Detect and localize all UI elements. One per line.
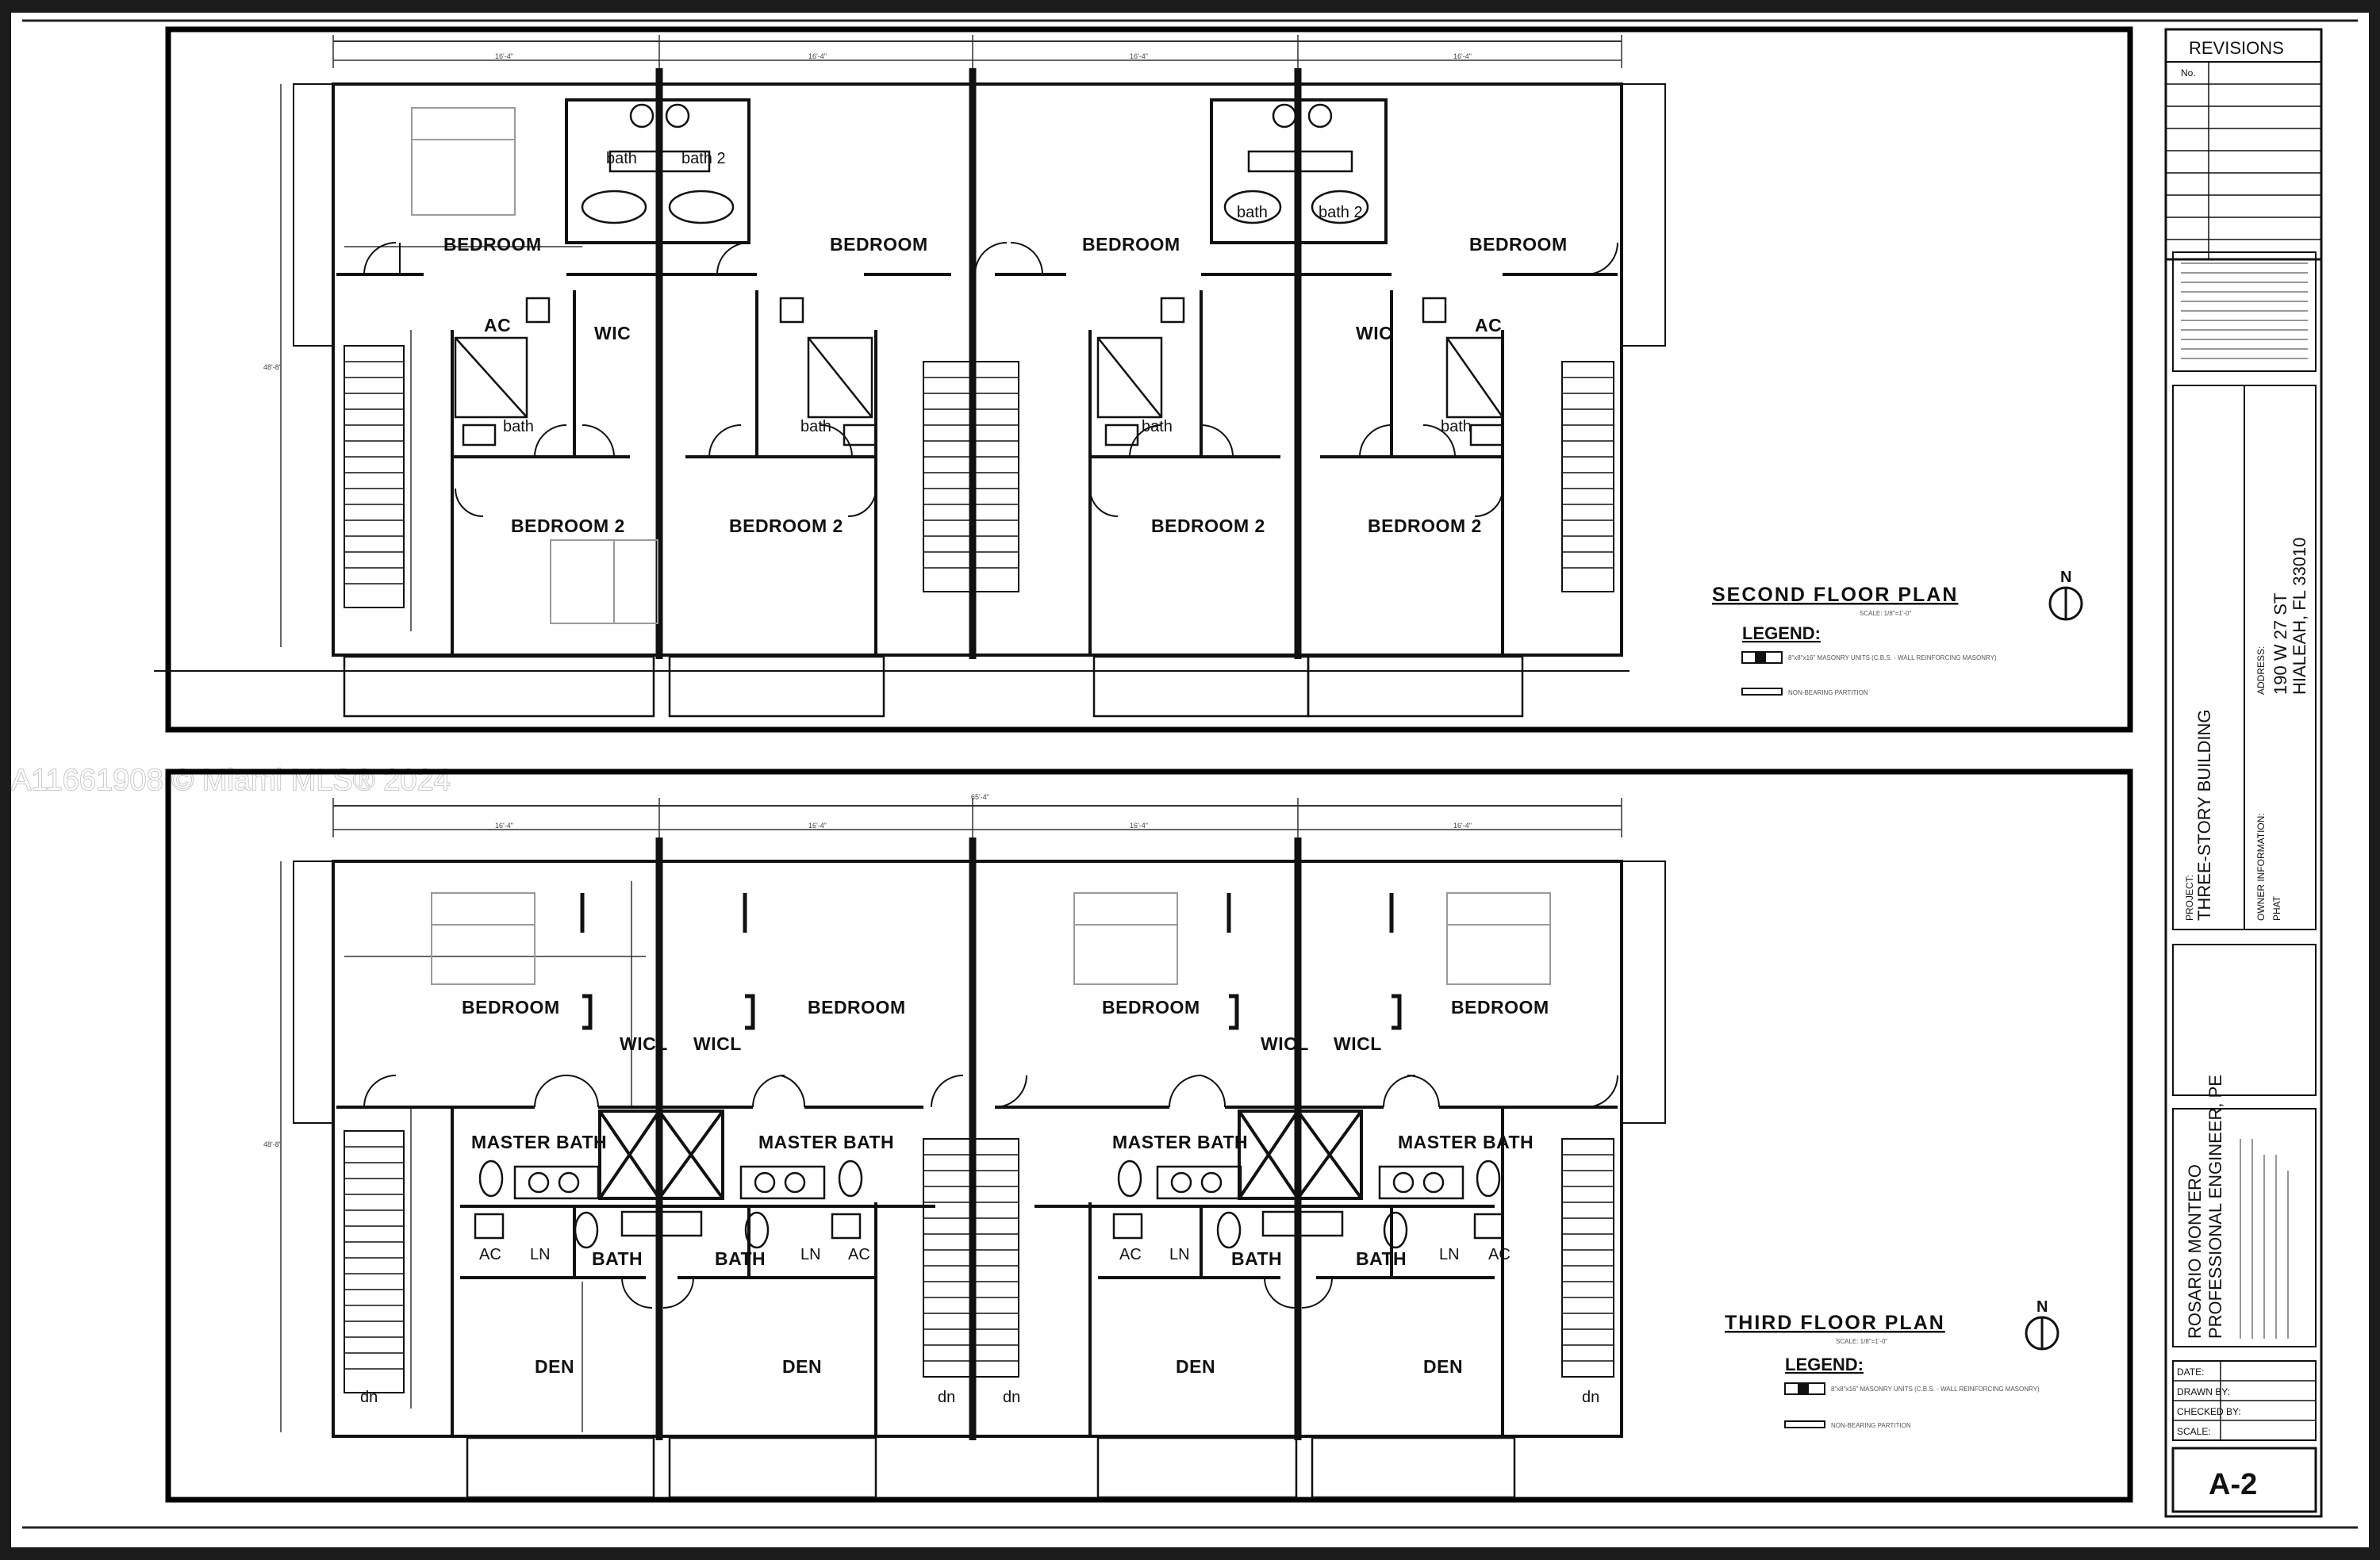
room-label: DEN xyxy=(782,1356,822,1377)
address-line-1: 190 W 27 ST xyxy=(2271,593,2290,695)
room-label: BATH xyxy=(715,1248,766,1269)
project-label: PROJECT: xyxy=(2184,875,2195,921)
date-label: DATE: xyxy=(2177,1366,2204,1378)
room-label: MASTER BATH xyxy=(1112,1132,1248,1152)
owner-label: OWNER INFORMATION: xyxy=(2255,813,2267,921)
third-floor-panel: 65'-4" 16'-4" 16'-4" 16'-4" 16'-4" 48'-8" xyxy=(165,769,2133,1503)
room-label: BEDROOM xyxy=(830,234,928,255)
room-label: AC xyxy=(484,315,511,335)
room-label: BATH xyxy=(1356,1248,1407,1269)
north-arrow: N xyxy=(2025,1298,2059,1351)
third-floor-scale: SCALE: 1/8"=1'-0" xyxy=(1836,1338,1887,1345)
second-floor-legend-masonry: 8"x8"x16" MASONRY UNITS (C.B.S. - WALL R… xyxy=(1788,654,1997,661)
stair-label: dn xyxy=(938,1389,955,1406)
room-label: DEN xyxy=(1423,1356,1463,1377)
drawing-sheet: 16'-4" 16'-4" 16'-4" 16'-4" 48'-8" xyxy=(10,13,2369,1547)
room-label: WICL xyxy=(1261,1033,1309,1054)
room-label: bath xyxy=(1441,418,1472,435)
svg-text:16'-4": 16'-4" xyxy=(808,822,827,830)
room-label: LN xyxy=(1169,1246,1190,1263)
north-arrow: N xyxy=(2048,569,2083,621)
svg-text:N: N xyxy=(2036,1298,2048,1316)
room-label: WICL xyxy=(693,1033,742,1054)
address-label: ADDRESS: xyxy=(2255,646,2267,695)
room-label: bath xyxy=(606,150,637,167)
third-floor-title: THIRD FLOOR PLAN xyxy=(1725,1312,1945,1334)
room-label: LN xyxy=(530,1246,551,1263)
room-label: BEDROOM xyxy=(462,997,560,1018)
room-label: WIC xyxy=(594,323,631,343)
third-floor-legend-partition: NON-BEARING PARTITION xyxy=(1831,1422,1911,1429)
drawn-label: DRAWN BY: xyxy=(2177,1386,2230,1397)
stair-label: dn xyxy=(1582,1389,1599,1406)
room-label: BEDROOM xyxy=(443,234,542,255)
room-label: bath xyxy=(800,418,831,435)
svg-text:16'-4": 16'-4" xyxy=(1453,822,1472,830)
room-label: DEN xyxy=(535,1356,574,1377)
svg-text:16'-4": 16'-4" xyxy=(1130,822,1148,830)
room-label: bath xyxy=(1237,204,1268,221)
room-label: BEDROOM xyxy=(1469,234,1568,255)
room-label: BEDROOM xyxy=(1082,234,1180,255)
engineer-name: ROSARIO MONTERO xyxy=(2185,1164,2205,1339)
mls-watermark: A11661908 © Miami MLS® 2024 xyxy=(11,764,451,797)
room-label: BEDROOM xyxy=(1102,997,1200,1018)
room-label: BEDROOM xyxy=(1451,997,1549,1018)
engineer-title: PROFESSIONAL ENGINEER, PE xyxy=(2205,1075,2225,1339)
checked-label: CHECKED BY: xyxy=(2177,1406,2241,1417)
svg-text:48'-8": 48'-8" xyxy=(263,1140,282,1148)
room-label: MASTER BATH xyxy=(471,1132,607,1152)
room-label: AC xyxy=(479,1246,501,1263)
room-label: bath xyxy=(503,418,534,435)
second-floor-panel: 16'-4" 16'-4" 16'-4" 16'-4" 48'-8" xyxy=(154,26,2133,733)
room-label: LN xyxy=(800,1246,821,1263)
room-label: AC xyxy=(848,1246,870,1263)
stair-label: dn xyxy=(1003,1389,1020,1406)
room-label: WICL xyxy=(1334,1033,1382,1054)
room-label: LN xyxy=(1439,1246,1460,1263)
svg-text:48'-8": 48'-8" xyxy=(263,363,282,371)
svg-text:N: N xyxy=(2060,569,2071,586)
second-floor-title: SECOND FLOOR PLAN xyxy=(1712,584,1958,606)
room-label: DEN xyxy=(1176,1356,1215,1377)
room-label: MASTER BATH xyxy=(1398,1132,1534,1152)
room-label: MASTER BATH xyxy=(758,1132,894,1152)
revisions-no-header: No. xyxy=(2181,67,2196,79)
svg-text:65'-4": 65'-4" xyxy=(971,793,989,801)
room-label: BEDROOM 2 xyxy=(1368,516,1482,536)
address-line-2: HIALEAH, FL 33010 xyxy=(2290,537,2309,695)
room-label: WICL xyxy=(620,1033,668,1054)
title-block: REVISIONS No. PROJECT: THREE-STORY BUILD… xyxy=(2164,28,2323,1518)
second-floor-scale: SCALE: 1/8"=1'-0" xyxy=(1860,610,1911,617)
room-label: bath 2 xyxy=(1319,204,1363,221)
second-floor-legend-title: LEGEND: xyxy=(1742,623,1821,643)
room-label: AC xyxy=(1119,1246,1142,1263)
room-label: BATH xyxy=(1231,1248,1282,1269)
room-label: BATH xyxy=(592,1248,643,1269)
svg-text:16'-4": 16'-4" xyxy=(495,822,513,830)
room-label: BEDROOM 2 xyxy=(1151,516,1265,536)
room-label: BEDROOM 2 xyxy=(729,516,843,536)
svg-text:16'-4": 16'-4" xyxy=(1453,52,1472,60)
sheet-number: A-2 xyxy=(2209,1468,2257,1501)
room-label: BEDROOM 2 xyxy=(511,516,625,536)
svg-text:16'-4": 16'-4" xyxy=(808,52,827,60)
second-floor-legend-partition: NON-BEARING PARTITION xyxy=(1788,689,1868,696)
room-label: AC xyxy=(1488,1246,1511,1263)
room-label: WIC xyxy=(1356,323,1392,343)
owner-name: PHAT xyxy=(2271,895,2282,921)
room-label: bath 2 xyxy=(681,150,726,167)
room-label: bath xyxy=(1142,418,1173,435)
svg-text:16'-4": 16'-4" xyxy=(1130,52,1148,60)
third-floor-legend-masonry: 8"x8"x16" MASONRY UNITS (C.B.S. - WALL R… xyxy=(1831,1386,2040,1393)
project-name: THREE-STORY BUILDING xyxy=(2194,709,2214,921)
revisions-title: REVISIONS xyxy=(2189,38,2284,58)
third-floor-legend-title: LEGEND: xyxy=(1785,1355,1864,1374)
room-label: BEDROOM xyxy=(808,997,906,1018)
stair-label: dn xyxy=(360,1389,378,1406)
svg-text:16'-4": 16'-4" xyxy=(495,52,513,60)
scale-label: SCALE: xyxy=(2177,1426,2211,1437)
room-label: AC xyxy=(1475,315,1502,335)
